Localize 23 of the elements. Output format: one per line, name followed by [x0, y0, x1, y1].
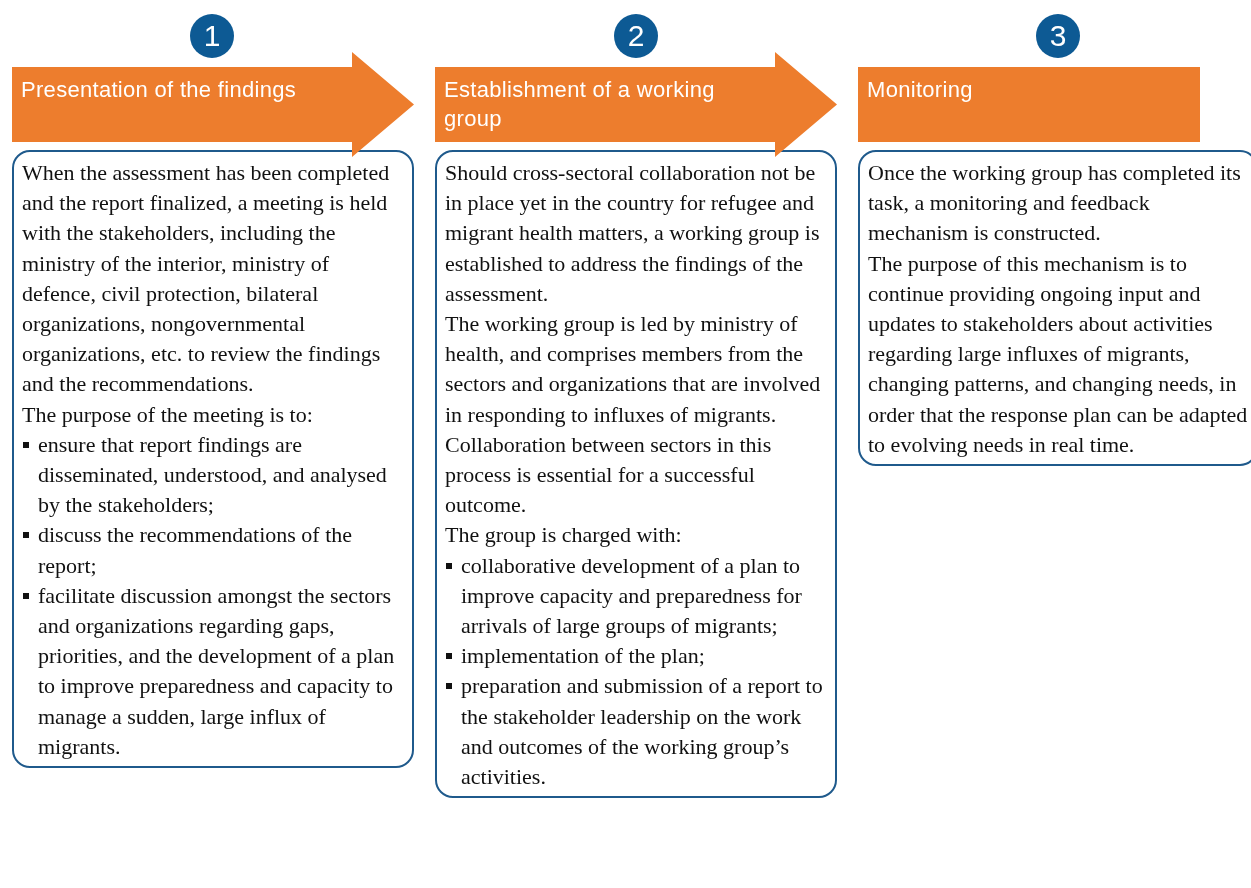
- paragraph: The purpose of the meeting is to:: [22, 400, 314, 429]
- step-heading: Establishment of a working group: [444, 76, 716, 133]
- bullet-text: collaborative development of a plan to improve capacity and preparedness for arrivals of large groups of migrants;: [461, 552, 802, 639]
- paragraph: The working group is led by ministry of health, and comprises members from the sectors and organizations that are involved in responding to influxes of migrants.: [445, 310, 822, 429]
- step-number-badge: 1: [190, 14, 234, 58]
- paragraph: Collaboration between sectors in this process is essential for a successful outcome.: [445, 430, 773, 520]
- bullet-text: ensure that report findings are disseminated, understood, and analysed by the stakeholders;: [38, 431, 387, 518]
- bullet-text: facilitate discussion amongst the sectors and organizations regarding gaps, priorities, and the development of a plan to improve preparedness and capacity to manage a sudden, large influx of migrants.: [38, 582, 395, 759]
- paragraph: Once the working group has completed its task, a monitoring and feedback mechanism is constructed.: [868, 159, 1242, 248]
- step-number-badge: 3: [1036, 14, 1080, 58]
- step-heading: Monitoring: [867, 76, 974, 104]
- paragraph: The group is charged with:: [445, 521, 683, 550]
- text-panel: [12, 150, 414, 769]
- step-heading: Presentation of the findings: [21, 76, 298, 104]
- bullet-text: preparation and submission of a report to the stakeholder leadership on the work and outcomes of the working group’s activities.: [461, 673, 823, 790]
- bullet-text: discuss the recommendations of the report;: [38, 522, 353, 578]
- text-panel: [858, 150, 1251, 467]
- paragraph: The purpose of this mechanism is to continue providing ongoing input and updates to stakeholders about activities regarding large influxes of migrants, changing patterns, and changing needs, in order that the response plan can be adapted to evolving needs in real time.: [868, 249, 1248, 459]
- paragraph: Should cross-sectoral collaboration not be in place yet in the country for refugee and migrant health matters, a working group is established to address the findings of the assessment.: [445, 159, 821, 308]
- bullet-text: implementation of the plan;: [461, 643, 705, 669]
- paragraph: When the assessment has been completed and the report finalized, a meeting is held with the stakeholders, including the ministry of the interior, ministry of defence, civil protection, bilateral organizations, nongovernmental organizations, etc. to review the findings and the recommendations.: [22, 159, 391, 399]
- step-number-badge: 2: [614, 14, 658, 58]
- text-panel: [435, 150, 837, 799]
